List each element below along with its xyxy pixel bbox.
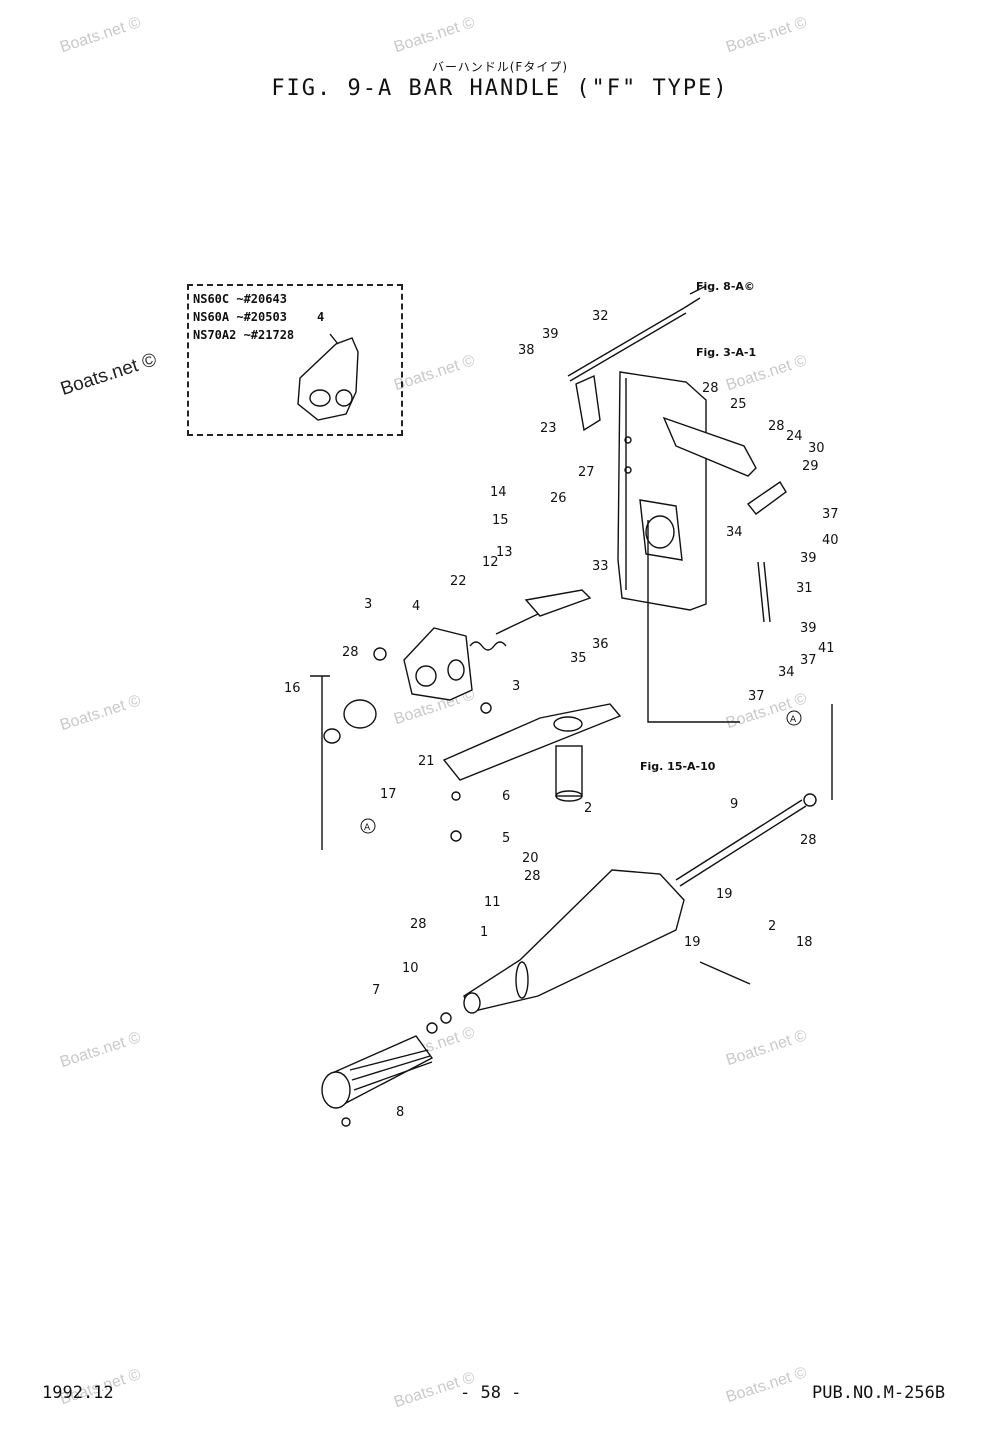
bolt-18 [699,961,751,985]
callout-number: 34 [726,525,743,540]
callout-number: 37 [800,653,817,668]
callout-number: 20 [522,851,539,866]
callout-number: 34 [778,665,795,680]
title-japanese: バーハンドル(Fタイプ) [431,60,569,74]
callout-number: 13 [496,545,513,560]
callout-number: 28 [524,869,541,884]
washer-6 [451,791,461,801]
serial-inset-box: NS60C ~#20643 NS60A ~#20503 NS70A2 ~#217… [187,284,403,436]
inset-serial-line: NS70A2 ~#21728 [193,328,295,342]
callout-number: 28 [768,419,785,434]
throttle-arm [442,703,622,802]
collar-28-b [803,793,817,807]
callout-number: 3 [512,679,520,694]
lever-13 [524,589,592,617]
callout-number: 37 [822,507,839,522]
washer-10 [426,1022,438,1034]
figure-title: FIG. 9-A BAR HANDLE ("F" TYPE) [271,76,729,101]
screw-5 [450,830,462,842]
circle-ref-a: A [786,710,802,726]
ref-fig-8: Fig. 8-A© [696,280,755,293]
callout-number: 39 [800,551,817,566]
callout-number: 36 [592,637,609,652]
callout-number: 35 [570,651,587,666]
bracket-4 [403,627,473,701]
callout-number: 39 [800,621,817,636]
screw-3 [373,647,387,661]
callout-number: 17 [380,787,397,802]
link-rod-32 [567,285,707,382]
callout-number: 40 [822,533,839,548]
svg-text:A: A [790,715,797,725]
callout-number: 26 [550,491,567,506]
callout-number: 28 [342,645,359,660]
circle-ref-a: A [360,818,376,834]
rod-9 [675,799,803,881]
callout-number: 24 [786,429,803,444]
callout-number: 19 [684,935,701,950]
mount-plate [617,371,707,611]
callout-number: 8 [396,1105,404,1120]
inset-part-label: 4 [317,310,325,324]
callout-number: 41 [818,641,835,656]
grip-7 [321,1035,434,1109]
handle-body-1 [463,869,685,1014]
screw-3-b [480,702,492,714]
callout-number: 11 [484,895,501,910]
callout-number: 5 [502,831,510,846]
callout-number: 28 [702,381,719,396]
footer-pub-number: PUB.NO.M-256B [812,1383,946,1403]
svg-text:A: A [364,823,371,833]
callout-number: 2 [768,919,776,934]
collar-28 [440,1012,452,1024]
callout-number: 29 [802,459,819,474]
ref-fig-3: Fig. 3-A-1 [696,346,756,359]
callout-number: 16 [284,681,301,696]
inset-serial-line: NS60A ~#20503 [193,310,287,324]
callout-number: 27 [578,465,595,480]
callout-number: 19 [716,887,733,902]
link-24 [746,481,787,515]
arm-25 [662,416,757,477]
callout-number: 1 [480,925,488,940]
callout-number: 31 [796,581,813,596]
spring-22 [469,641,507,651]
callout-number: 32 [592,309,609,324]
callout-number: 9 [730,797,738,812]
callout-number: 28 [410,917,427,932]
callout-number: 6 [502,789,510,804]
callout-number: 10 [402,961,419,976]
callout-number: 30 [808,441,825,456]
screw-8 [341,1117,351,1127]
callout-number: 22 [450,574,467,589]
callout-number: 7 [372,983,380,998]
callout-number: 39 [542,327,559,342]
callout-number: 25 [730,397,747,412]
callout-number: 3 [364,597,372,612]
callout-number: 21 [418,754,435,769]
callout-number: 37 [748,689,765,704]
ref-fig-15: Fig. 15-A-10 [640,760,716,773]
inset-serial-line: NS60C ~#20643 [193,292,287,306]
callout-number: 38 [518,343,535,358]
callout-number: 33 [592,559,609,574]
shaft-12 [495,613,539,635]
callout-number: 23 [540,421,557,436]
callout-number: 28 [800,833,817,848]
callout-number: 12 [482,555,499,570]
callout-number: 2 [584,801,592,816]
callout-group: 1223345678910111213141516171819192021222… [284,309,839,1120]
lever-23 [575,374,601,432]
callout-number: 14 [490,485,507,500]
callout-number: 4 [412,599,420,614]
rod-31 [757,561,765,623]
callout-number: 18 [796,935,813,950]
collar-16 [323,699,377,744]
footer-page-number: - 58 - [460,1383,522,1403]
inset-bracket-drawing [297,333,359,421]
callout-number: 15 [492,513,509,528]
footer-date: 1992.12 [42,1383,114,1403]
